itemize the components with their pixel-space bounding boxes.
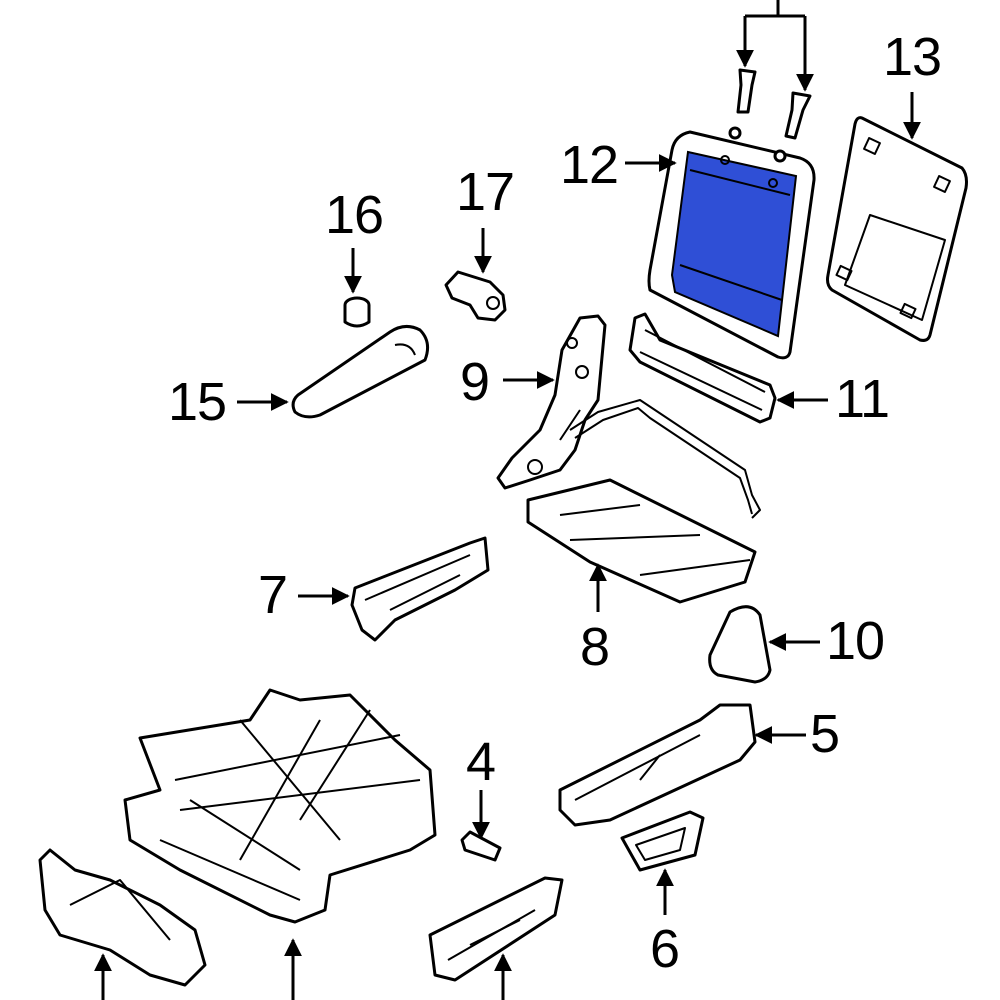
part-4-pin[interactable] xyxy=(460,830,502,862)
callout-10: 10 xyxy=(826,611,885,671)
callout-8: 8 xyxy=(580,617,610,677)
part-6-small-trim[interactable] xyxy=(620,810,705,872)
seat-wire-frame[interactable] xyxy=(569,399,761,519)
part-8-seat-cushion-pan[interactable] xyxy=(526,478,757,604)
part-16-cap[interactable] xyxy=(343,296,371,328)
part-5-rail-cover[interactable] xyxy=(558,703,757,827)
callout-11: 11 xyxy=(835,369,890,429)
callout-15: 15 xyxy=(168,372,227,432)
headrest-bolts[interactable] xyxy=(736,68,812,140)
callout-12: 12 xyxy=(560,135,619,195)
part-17-pivot-bolt[interactable] xyxy=(444,270,507,322)
callout-16: 16 xyxy=(325,185,384,245)
seat-track-assembly[interactable] xyxy=(123,688,437,924)
callout-7: 7 xyxy=(258,565,288,625)
callout-5: 5 xyxy=(810,704,840,764)
callout-13: 13 xyxy=(883,27,942,87)
lower-middle-trim[interactable] xyxy=(428,876,564,982)
callout-6: 6 xyxy=(650,919,680,979)
part-12-seat-back-frame[interactable] xyxy=(647,126,816,360)
part-11-cross-bar[interactable] xyxy=(628,312,777,424)
part-7-side-trim[interactable] xyxy=(350,536,490,642)
lower-left-trim[interactable] xyxy=(38,848,207,987)
callout-4: 4 xyxy=(466,732,496,792)
callout-17: 17 xyxy=(456,162,515,222)
part-15-armrest[interactable] xyxy=(291,325,430,419)
callout-9: 9 xyxy=(460,352,490,412)
part-10-cover[interactable] xyxy=(708,605,772,684)
part-13-seat-back-panel[interactable] xyxy=(826,116,968,342)
part-9-hinge-bracket[interactable] xyxy=(496,314,607,490)
